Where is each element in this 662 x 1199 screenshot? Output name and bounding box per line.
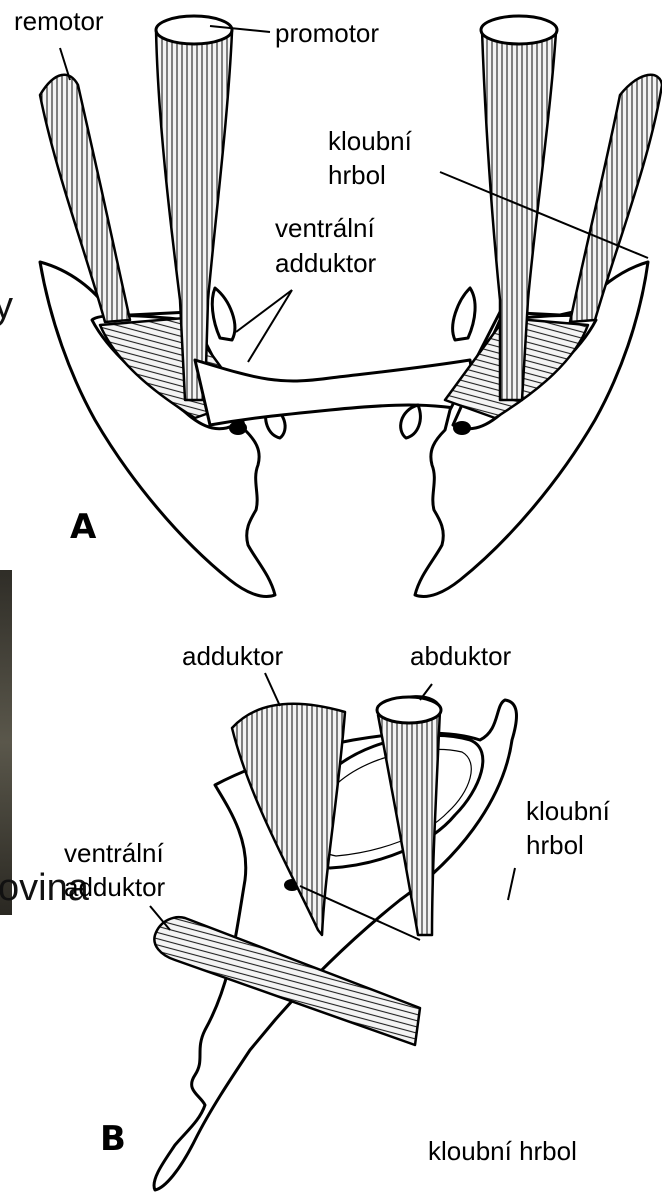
label-ventralni-adduktor-a-line1: ventrální xyxy=(275,213,375,243)
photo-strip xyxy=(0,570,12,915)
label-remotor: remotor xyxy=(14,6,104,36)
label-ventralni-adduktor-b-line1: ventrální xyxy=(64,838,164,868)
panel-label-b: B xyxy=(100,1119,126,1159)
label-kloubni-hrbol-a-line1: kloubní xyxy=(328,126,413,156)
label-kloubni-hrbol-a-line2: hrbol xyxy=(328,160,386,190)
label-kloubni-hrbol-b-line2: hrbol xyxy=(526,830,584,860)
label-ventralni-adduktor-a-line2: adduktor xyxy=(275,248,377,278)
label-kloubni-hrbol-b-bottom: kloubní hrbol xyxy=(428,1136,577,1166)
panel-b-drawing xyxy=(154,696,516,1190)
side-text-y: y xyxy=(0,285,13,327)
label-abduktor-b: abduktor xyxy=(410,641,512,671)
panel-label-a: A xyxy=(70,507,97,547)
ventral-ligament xyxy=(195,360,478,425)
label-adduktor-b: adduktor xyxy=(182,641,284,671)
panel-a-drawing xyxy=(40,16,662,597)
label-promotor: promotor xyxy=(275,18,379,48)
label-ventralni-adduktor-b-line2: adduktor xyxy=(64,872,166,902)
right-mandible xyxy=(415,262,648,597)
label-kloubni-hrbol-b-line1: kloubní xyxy=(526,796,611,826)
